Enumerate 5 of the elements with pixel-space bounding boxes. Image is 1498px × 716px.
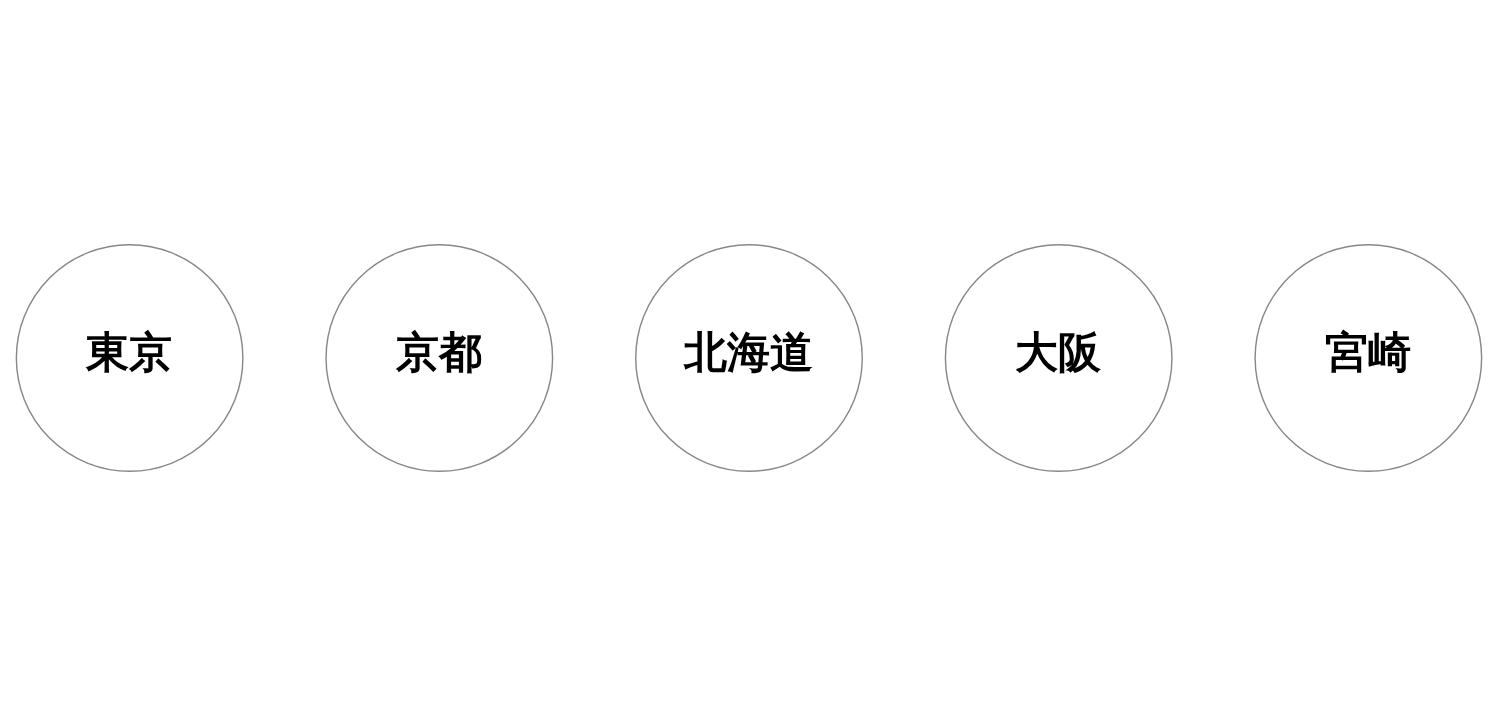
- node-circle: 東京: [15, 244, 244, 472]
- node-circle: 宮崎: [1254, 244, 1483, 472]
- node-circle: 北海道: [635, 244, 863, 472]
- node-circle: 大阪: [944, 244, 1173, 472]
- node-circle: 京都: [325, 244, 554, 472]
